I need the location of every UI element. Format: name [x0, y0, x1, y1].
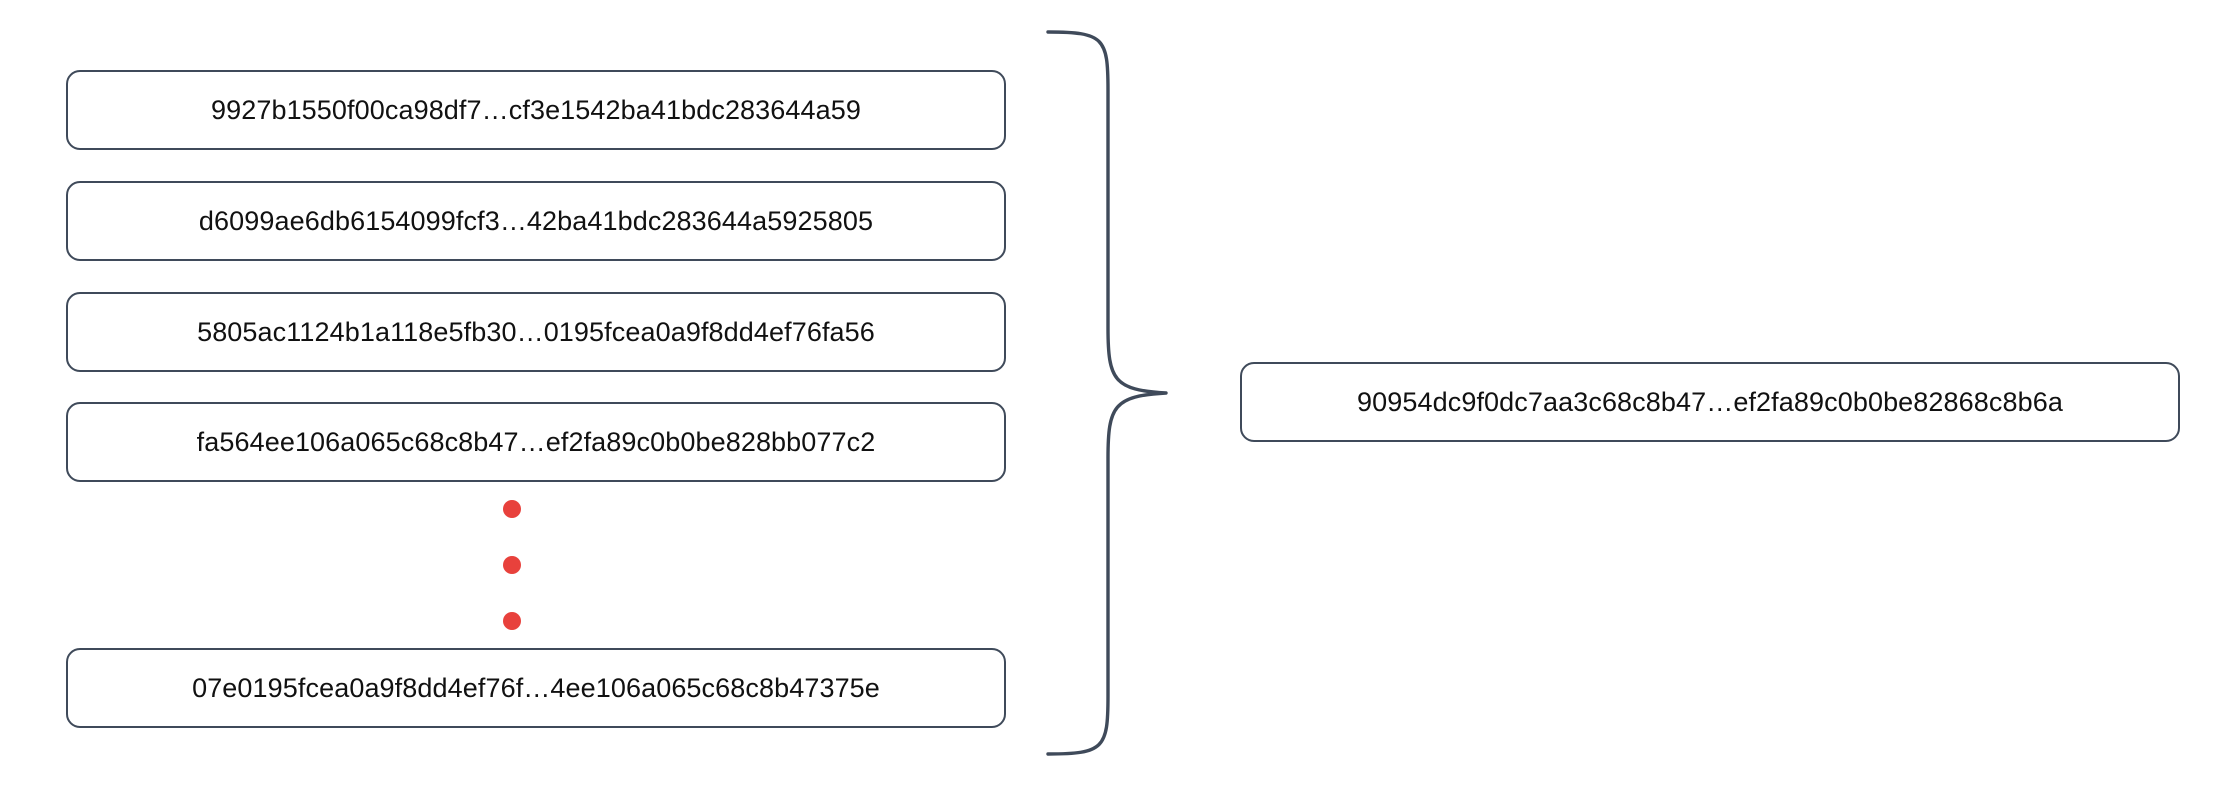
ellipsis-dot-icon — [503, 500, 521, 518]
input-hash-box[interactable]: 5805ac1124b1a118e5fb30…0195fcea0a9f8dd4e… — [66, 292, 1006, 372]
input-hash-box[interactable]: d6099ae6db6154099fcf3…42ba41bdc283644a59… — [66, 181, 1006, 261]
curly-brace-icon — [1042, 28, 1172, 758]
input-hash-box[interactable]: 9927b1550f00ca98df7…cf3e1542ba41bdc28364… — [66, 70, 1006, 150]
input-hash-box[interactable]: 07e0195fcea0a9f8dd4ef76f…4ee106a065c68c8… — [66, 648, 1006, 728]
ellipsis-dot-icon — [503, 612, 521, 630]
output-hash-box[interactable]: 90954dc9f0dc7aa3c68c8b47…ef2fa89c0b0be82… — [1240, 362, 2180, 442]
vertical-ellipsis-icon — [501, 500, 523, 630]
ellipsis-dot-icon — [503, 556, 521, 574]
input-hash-box[interactable]: fa564ee106a065c68c8b47…ef2fa89c0b0be828b… — [66, 402, 1006, 482]
